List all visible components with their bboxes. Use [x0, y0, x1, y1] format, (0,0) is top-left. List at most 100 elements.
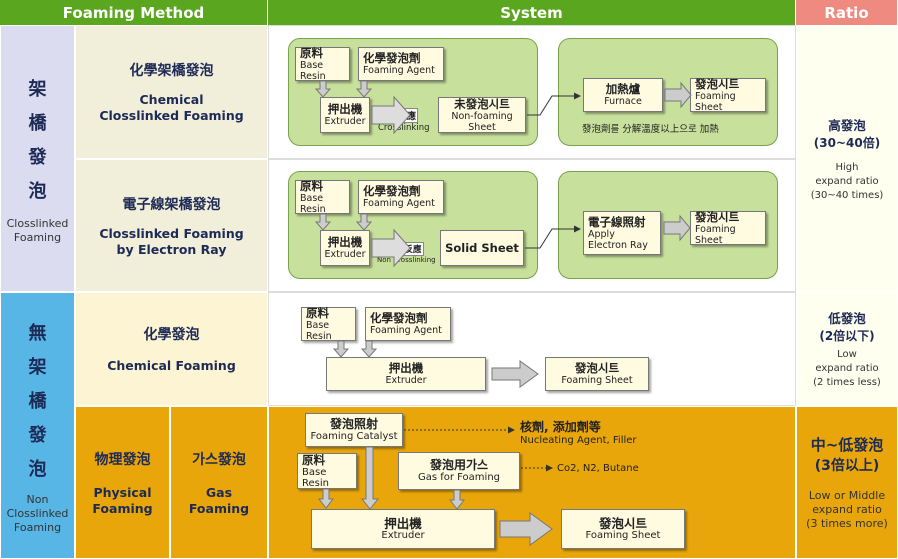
r1-heating-note: 發泡劑를 分解溫度以上으로 加熱 [582, 124, 719, 135]
method-physical: 物理發泡 Physical Foaming [75, 406, 170, 559]
r2-apply-electron-box: 電子線照射 Apply Electron Ray [583, 211, 661, 255]
r2-apply-ko: 電子線照射 [588, 214, 646, 229]
r1-connector [527, 92, 581, 116]
r3-right-arrow [491, 360, 539, 388]
r3-sheet-ko: 發泡시트 [574, 361, 620, 375]
r4-nucleating-label: 核劑, 添加劑等 Nucleating Agent, Filler [520, 418, 637, 446]
r4-cat-ko: 發泡照射 [329, 417, 378, 431]
r3-agent-ko: 化學發泡劑 [370, 311, 428, 325]
r2-solid-sheet-box: Solid Sheet [440, 230, 524, 266]
group-crosslinked-en1: Closslinked [6, 216, 69, 230]
r1-sheet-en: Foaming Sheet [695, 90, 736, 113]
r3-extruder-box: 押出機 Extruder [326, 357, 486, 391]
r1-down-arrow [314, 80, 332, 98]
group-noncross-char: 無 [28, 322, 47, 344]
r2-apply-en2: Electron Ray [588, 239, 648, 251]
r2-agent-ko: 化學發泡劑 [363, 184, 421, 198]
r2-connector [525, 225, 581, 249]
r2-cross-en: Non Crosslinking [377, 256, 436, 264]
group-noncross-en2: Closslinked [6, 506, 69, 520]
ratio-midlow-en1: Low or Middle [808, 489, 886, 502]
r1-ext-en: Extruder [324, 116, 366, 127]
r4-base-ko: 原料 [302, 452, 325, 467]
r2-base-resin-box: 原料 Base Resin [295, 178, 350, 215]
method-chem-cross-ko: 化學架橋發泡 [129, 63, 214, 79]
r2-solid: Solid Sheet [445, 240, 519, 255]
ratio-high-en3: (30~40 times) [810, 189, 884, 201]
r2-sheet-ko: 發泡시트 [695, 209, 740, 224]
ratio-midlow-ko2: (3倍以上) [814, 458, 880, 474]
r4-down-arrow [360, 446, 380, 510]
r1-foaming-agent-box: 化學發泡劑 Foaming Agent [358, 47, 444, 81]
r1-base-ko: 原料 [300, 45, 323, 60]
r3-agent-en: Foaming Agent [370, 325, 442, 336]
header-ratio: Ratio [796, 0, 898, 25]
r4-gas-list: Co2, N2, Butane [557, 463, 639, 474]
group-non-crosslinked: 無 架 橋 發 泡 Non Closslinked Foaming [0, 292, 75, 559]
ratio-low-ko: 低發泡 [828, 311, 866, 326]
header-system: System [268, 0, 796, 25]
r1-nonfoam-en: Non-foaming Sheet [451, 110, 513, 133]
r1-ext-ko: 押出機 [327, 102, 363, 116]
r4-down-arrow [448, 489, 466, 510]
r1-furnace-en: Furnace [604, 96, 642, 107]
r3-sheet-en: Foaming Sheet [561, 375, 633, 386]
r1-base-en: Base Resin [300, 59, 326, 82]
r1-base-resin-box: 原料 Base Resin [295, 45, 350, 82]
r3-foaming-agent-box: 化學發泡劑 Foaming Agent [365, 307, 451, 341]
r4-nuc-ko: 核劑, 添加劑等 [520, 420, 601, 434]
method-physical-en1: Physical [93, 484, 152, 500]
r2-ext-en: Extruder [324, 249, 366, 260]
r4-ext-en: Extruder [381, 530, 425, 541]
r3-base-resin-box: 原料 Base Resin [301, 306, 356, 342]
r1-down-arrow [355, 80, 373, 98]
r4-foaming-sheet-box: 發泡시트 Foaming Sheet [561, 509, 685, 549]
r4-gas-ko: 發泡用가스 [429, 458, 489, 472]
method-chemical-crosslinked: 化學架橋發泡 Chemical Closslinked Foaming [75, 25, 268, 159]
group-crosslinked-char: 架 [28, 78, 47, 100]
r2-mid-arrow [663, 214, 691, 242]
method-physical-en2: Foaming [92, 500, 153, 516]
group-noncross-en1: Non [26, 492, 49, 506]
ratio-mid-low: 中~低發泡 (3倍以上) Low or Middle expand ratio … [796, 406, 898, 559]
method-elec-cross-en1: Closslinked Foaming [99, 225, 244, 241]
method-gas-en1: Gas [205, 484, 233, 500]
group-crosslinked-char: 橋 [28, 112, 47, 134]
r4-sheet-en: Foaming Sheet [585, 530, 661, 541]
r2-apply-en1: Apply [588, 228, 615, 240]
method-elec-cross-en2: by Electron Ray [116, 241, 227, 257]
method-chem-ko: 化學發泡 [143, 327, 200, 343]
ratio-midlow-en2: expand ratio [812, 503, 882, 516]
method-electron-crosslinked: 電子線架橋發泡 Closslinked Foaming by Electron … [75, 159, 268, 292]
group-noncross-char: 架 [28, 356, 47, 378]
ratio-low-en2: expand ratio [815, 363, 879, 374]
r2-sheet-en: Foaming Sheet [695, 223, 736, 246]
r4-nuc-en: Nucleating Agent, Filler [520, 435, 637, 446]
r1-sheet-ko: 發泡시트 [695, 76, 740, 91]
method-chem-cross-en2: Closslinked Foaming [99, 108, 244, 123]
r1-foaming-sheet-box: 發泡시트 Foaming Sheet [690, 76, 766, 113]
r2-base-en: Base Resin [300, 192, 326, 215]
r3-foaming-sheet-box: 發泡시트 Foaming Sheet [545, 357, 649, 391]
r1-nonfoam-ko: 未發泡시트 [454, 96, 510, 111]
group-noncross-char: 橋 [28, 390, 47, 412]
ratio-high-ko: 高發泡 [828, 117, 866, 133]
r1-extruder-box: 押出機 Extruder [320, 97, 370, 133]
r4-gas-box: 發泡用가스 Gas for Foaming [398, 452, 520, 490]
r1-furnace-box: 加熱爐 Furnace [583, 78, 663, 112]
ratio-low-en3: (2 times less) [813, 377, 881, 388]
r1-mid-arrow [664, 81, 692, 109]
ratio-high-en1: High [835, 161, 859, 173]
r2-foaming-sheet-box: 發泡시트 Foaming Sheet [690, 209, 766, 246]
group-noncross-char: 發 [28, 424, 47, 446]
r4-sheet-ko: 發泡시트 [598, 516, 647, 531]
r2-down-arrow [314, 213, 332, 231]
group-crosslinked-en2: Foaming [13, 230, 62, 244]
group-crosslinked-char: 發 [28, 146, 47, 168]
r3-base-en: Base Resin [306, 319, 332, 342]
r2-base-ko: 原料 [300, 178, 323, 193]
method-gas-ko: 가스發泡 [192, 451, 246, 468]
r3-ext-ko: 押出機 [388, 361, 424, 375]
method-chemical: 化學發泡 Chemical Foaming [75, 292, 268, 406]
ratio-midlow-ko: 中~低發泡 [810, 436, 884, 454]
